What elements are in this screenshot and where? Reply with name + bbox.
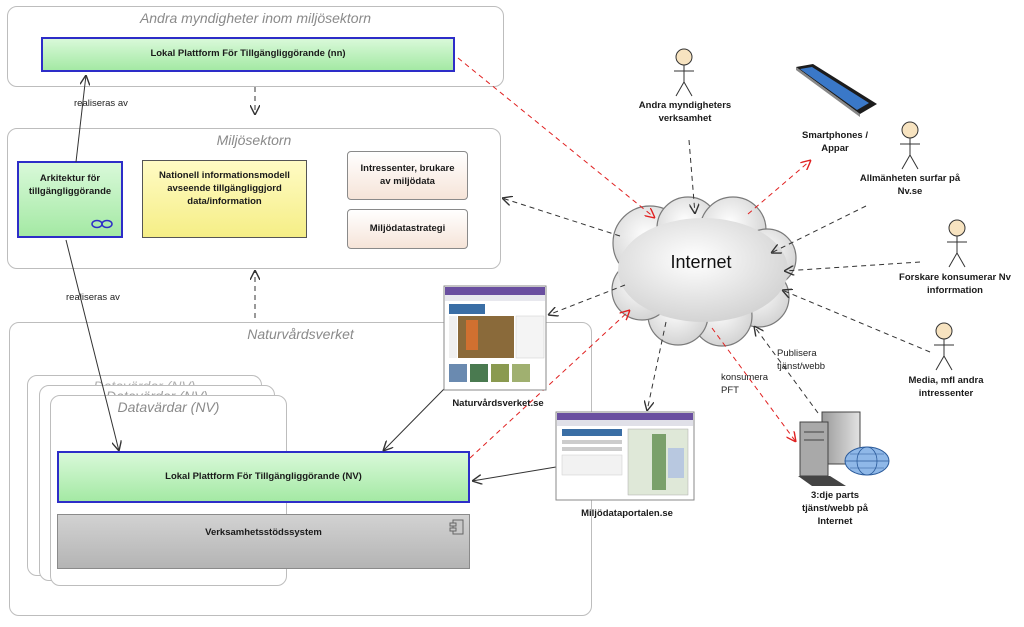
intressenter-box[interactable]: Intressenter, brukare av miljödata [347, 151, 468, 200]
actor-media-label: Media, mfl andra intressenter [908, 375, 984, 399]
lpt-nn-box[interactable]: Lokal Plattform För Tillgängliggörande (… [41, 37, 455, 72]
tredje-part-label: 3:dje parts tjänst/webb på Internet [802, 490, 868, 527]
lpt-nv-label: Lokal Plattform För Tillgängliggörande (… [165, 470, 362, 482]
group-title-naturvardsverket: Naturvårdsverket [247, 326, 354, 342]
realiseras-label-2: realiseras av [66, 292, 120, 303]
naturvardsverket-se-label: Naturvårdsverket.se [452, 398, 544, 409]
publicera-dashed [754, 326, 819, 414]
smartphone-icon [796, 64, 877, 117]
lpt-nn-label: Lokal Plattform För Tillgängliggörande (… [150, 48, 346, 60]
realiseras-arrow-1 [75, 75, 86, 163]
info-model-box[interactable]: Nationell informationsmodell avseende ti… [142, 160, 307, 238]
miljodataportalen-se-thumbnail [555, 411, 695, 501]
forskare-to-internet-dashed [784, 261, 921, 271]
info-model-label: Nationell informationsmodell avseende ti… [159, 170, 290, 207]
lpt-nn-to-internet-red [457, 57, 655, 218]
lpt-nv-to-internet-red [469, 310, 630, 459]
intressenter-label: Intressenter, brukare av miljödata [360, 162, 455, 187]
konsumera-red [711, 327, 796, 442]
naturvardsverket-se-thumbnail [443, 285, 547, 391]
konsumera-label: konsumera PFT [721, 372, 768, 396]
nv-se-to-lpt-arrow [383, 387, 446, 451]
actor-andra-myndigheter-icon [674, 48, 694, 97]
portal-to-lpt-arrow [472, 466, 557, 481]
arkitektur-label: Arkitektur för tillgängliggörande [28, 173, 112, 197]
group-title-andra-myndigheter: Andra myndigheter inom miljösektorn [139, 10, 372, 26]
internet-to-smartphones-red [747, 160, 811, 215]
realization-link-icon [91, 219, 113, 229]
verksamhet-label: Verksamhetsstödssystem [205, 527, 322, 538]
miljodataportalen-se-label: Miljödataportalen.se [581, 508, 673, 519]
actor-media-icon [934, 322, 954, 371]
internet-to-portal-dashed [647, 321, 667, 411]
actor-forskare-icon [947, 219, 967, 268]
lpt-nv-box[interactable]: Lokal Plattform För Tillgängliggörande (… [57, 451, 470, 503]
internet-to-nv-se-dashed [548, 284, 626, 315]
component-icon [449, 519, 464, 535]
group-title-datavardar: Datavärdar (NV) [117, 399, 220, 415]
realiseras-arrow-2 [65, 239, 119, 451]
smartphones-label: Smartphones / Appar [802, 130, 868, 154]
server-pc-icon [798, 411, 861, 486]
actor-allmanheten-icon [900, 121, 920, 170]
strategi-label: Miljödatastrategi [369, 222, 446, 234]
actor-forskare-label: Forskare konsumerar Nv inforrmation [899, 272, 1011, 296]
globe-icon [844, 446, 890, 476]
actor-allmanheten-label: Allmänheten surfar på Nv.se [859, 173, 961, 197]
realiseras-label-1: realiseras av [74, 98, 128, 109]
allmanheten-to-internet-dashed [771, 205, 867, 253]
publicera-label: Publisera tjänst/webb [777, 348, 826, 372]
media-to-internet-dashed [782, 290, 931, 353]
internet-cloud: Internet [611, 196, 797, 347]
group-title-miljosektorn: Miljösektorn [216, 132, 292, 148]
andra-verksamhet-to-internet-dashed [688, 139, 695, 214]
strategi-box[interactable]: Miljödatastrategi [347, 209, 468, 249]
internet-to-miljo-dashed [502, 198, 621, 237]
actor-andra-myndigheter-label: Andra myndigheters verksamhet [638, 100, 732, 124]
arkitektur-box[interactable]: Arkitektur för tillgängliggörande [17, 161, 123, 238]
verksamhet-box[interactable]: Verksamhetsstödssystem [57, 514, 470, 569]
internet-label: Internet [670, 252, 731, 272]
